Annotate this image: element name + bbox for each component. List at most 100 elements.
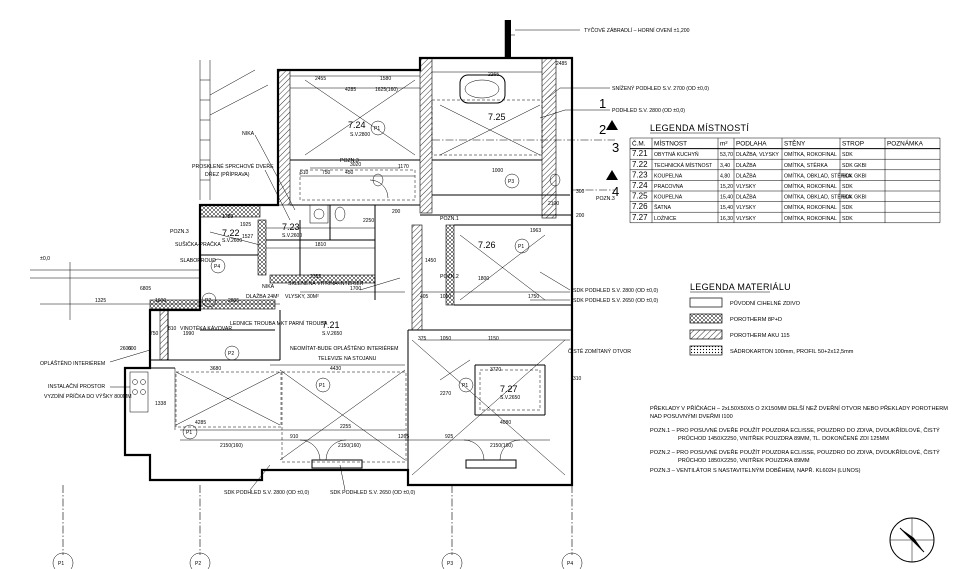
notes: PŘEKLADY V PŘÍČKÁCH – 2xL50X50X5 O 2X150… <box>650 404 948 474</box>
note-line: POZN.3 – VENTILÁTOR S NASTAVITELNÝM DOBĚ… <box>650 466 861 474</box>
room-p: P1 <box>374 126 380 132</box>
dim: 3770 <box>490 367 501 373</box>
table-cell: SDK <box>842 152 853 158</box>
grid-axis-label: P3 <box>447 561 453 567</box>
material-label: POROTHERM AKU 115 <box>730 333 790 339</box>
grid-axis-label: P2 <box>195 561 201 567</box>
table-header: POZNÁMKA <box>887 139 924 148</box>
wood-area-label: VLYSKY, 30M² <box>285 294 319 300</box>
dim: 1010 <box>440 294 451 300</box>
niche-label: NIKA <box>262 284 275 290</box>
note-line: PŘEKLADY V PŘÍČKÁCH – 2xL50X50X5 O 2X150… <box>650 404 948 412</box>
partition-label: VYZDÍNÍ PŘÍČKA DO VÝŠKY 800MM <box>44 392 132 400</box>
opening-label: ČISTĚ ZOMÍTANÝ OTVOR <box>568 347 631 355</box>
table-cell: DLAŽBA, VLYSKY <box>736 150 779 158</box>
table-header: Č.M. <box>632 139 646 148</box>
room-p: P1 <box>319 383 325 389</box>
table-cell: OMÍTKA, ROKOFINAL <box>784 215 837 222</box>
material-swatch <box>689 297 723 308</box>
lowvoltage-label: SLABOPROUD <box>180 258 216 264</box>
dim: 1625(160) <box>375 87 398 93</box>
plan-callouts: TYČOVÉ ZÁBRADLÍ – HORNÍ OVENÍ ±1,200 SNÍ… <box>40 27 709 496</box>
table-cell: SDK GKBI <box>842 173 867 179</box>
dim: 2805 <box>228 298 239 304</box>
table-cell: OMÍTKA, OBKLAD, STĚRKA <box>784 193 852 201</box>
table-header: PODLAHA <box>736 141 767 148</box>
dim: 1963 <box>530 228 541 234</box>
table-cell: OBYTNÁ KUCHYŇ <box>654 151 699 158</box>
room-7-24: 7.24 S.V.2800 P1 <box>348 120 386 138</box>
tv-label: TELEVIZE NA STOJANU <box>318 356 377 362</box>
room-p: P3 <box>508 179 514 185</box>
grid-axis-label: P4 <box>567 561 573 567</box>
table-cell: VLYSKY <box>736 184 756 190</box>
glass-case-label: SKLENĚNÁ VITRÍNA-INTERIÉR <box>288 279 364 287</box>
niche-label: NIKA <box>242 131 255 137</box>
p-mark: P2 <box>205 298 211 304</box>
room-7-25: 7.25 P3 <box>488 112 520 189</box>
table-cell: 7.22 <box>632 160 648 169</box>
table-cell: 7.23 <box>632 170 648 179</box>
material-swatch <box>689 345 723 356</box>
note1-label: POZN.1 <box>440 216 459 222</box>
room-7-22: 7.22 S.V.2600 P4 <box>210 228 242 274</box>
grid-axis-label: P1 <box>58 561 64 567</box>
dim: 750 <box>322 170 331 176</box>
table-cell: ŠATNA <box>654 204 671 211</box>
dim: 750 <box>150 331 159 337</box>
dim: 2455 <box>315 76 326 82</box>
dim: 600 <box>128 346 137 352</box>
note3-label: POZN.3 <box>170 229 189 235</box>
room-7-23: 7.23 S.V.2600 <box>282 222 302 239</box>
dim: 4285 <box>345 87 356 93</box>
install-space-label: INSTALAČNÍ PROSTOR <box>48 383 105 390</box>
table-cell: OMÍTKA, OBKLAD, STĚRKA <box>784 171 852 179</box>
p-mark: P1 <box>186 430 192 436</box>
dim: 810 <box>168 326 177 332</box>
room-number: 7.27 <box>500 384 518 394</box>
note3-label: POZN.3 <box>340 158 359 164</box>
dim: 310 <box>573 376 582 382</box>
dim: 2255 <box>340 424 351 430</box>
table-cell: SDK GKBI <box>842 163 867 169</box>
dim: 1990 <box>183 331 194 337</box>
material-label: POROTHERM 8P+D <box>730 317 782 323</box>
table-cell: 15,20 <box>720 184 733 190</box>
note-line: POZN.2 – PRO POSUVNÉ DVEŘE POUŽÍT POUZDR… <box>650 448 940 456</box>
material-legend: LEGENDA MATERIÁLU PŮVODNÍ CIHELNÉ ZDIVOP… <box>689 282 854 356</box>
dim: 1750 <box>528 294 539 300</box>
room-height: S.V.2650 <box>322 331 342 337</box>
dim: 510 <box>300 170 309 176</box>
table-cell: OMÍTKA, ROKOFINAL <box>784 204 837 211</box>
dim: 1000 <box>492 168 503 174</box>
table-header: STĚNY <box>784 139 806 148</box>
table-cell: PRACOVNA <box>654 184 684 190</box>
table-cell: OMÍTKA, ROKOFINAL <box>784 183 837 190</box>
dim: 1580 <box>380 76 391 82</box>
room-height: S.V.2650 <box>500 395 520 401</box>
room-height: S.V.2800 <box>350 132 370 138</box>
table-cell: SDK <box>842 184 853 190</box>
table-cell: VLYSKY <box>736 216 756 222</box>
plan-walls <box>30 20 618 555</box>
no-plaster-label: NEOMÍTAT-BUDE OPLÁŠTĚNO INTERIÉREM <box>290 344 398 352</box>
level-label: ±0,0 <box>40 256 50 262</box>
room-height: S.V.2600 <box>222 238 242 244</box>
dim: 1450 <box>425 258 436 264</box>
dim: 1780 <box>222 214 233 220</box>
p-mark: P2 <box>228 351 234 357</box>
grid-axes: P1 P2 P3 P4 <box>52 552 583 569</box>
note-line: POZN.1 – PRO POSUVNÉ DVEŘE POUŽÍT POUZDR… <box>650 426 940 434</box>
table-cell: 16,30 <box>720 216 733 222</box>
tile-area-label: DLAŽBA 24M² <box>246 292 279 300</box>
room-p: P4 <box>214 264 220 270</box>
dimension-texts: 2455 1580 4285 1625(160) 2265 3020 510 7… <box>95 61 585 449</box>
room-number: 7.26 <box>478 240 496 250</box>
dim: 200 <box>576 213 585 219</box>
room-7-26: 7.26 P1 <box>478 238 530 254</box>
lowered-ceiling-note: SNÍŽENÝ PODHLED S.V. 2700 (OD ±0,0) <box>612 84 709 92</box>
table-cell: SDK <box>842 216 853 222</box>
